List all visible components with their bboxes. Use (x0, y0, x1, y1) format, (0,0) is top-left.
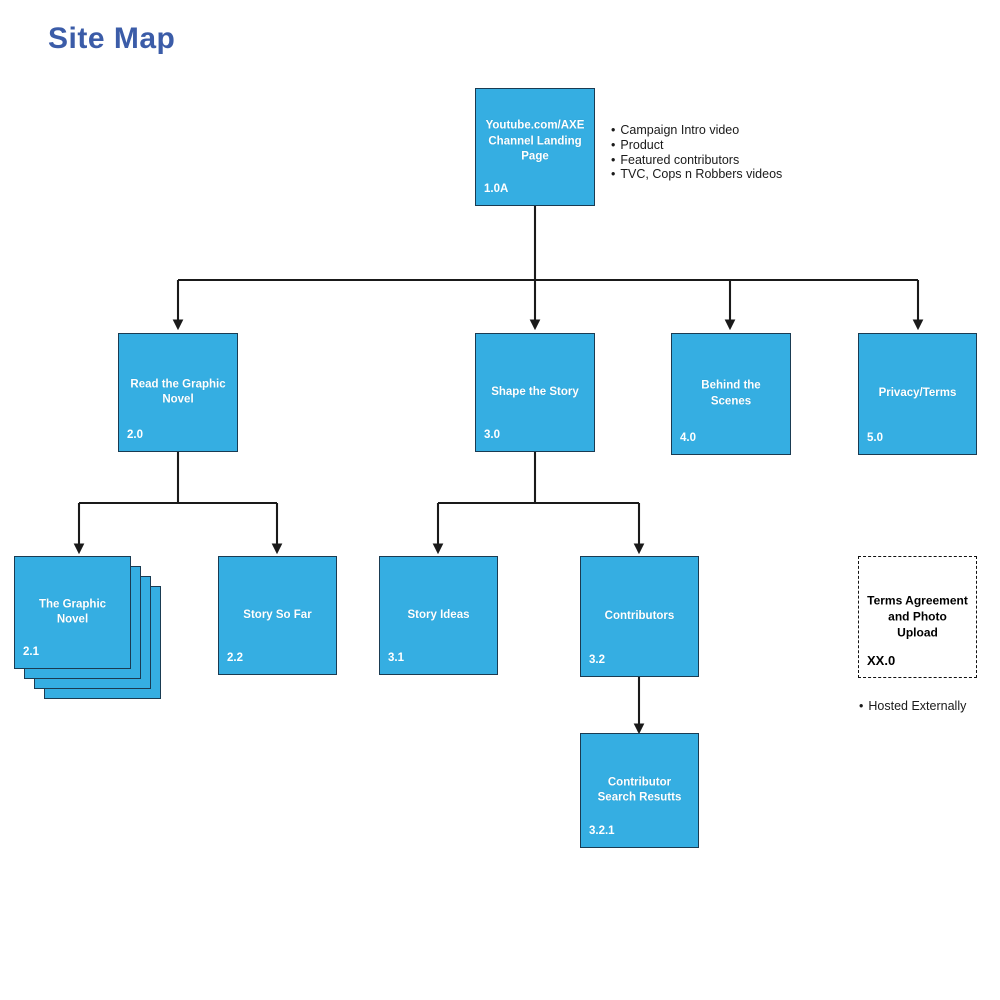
node-contributor-search-results[interactable]: Contributor Search Resutts 3.2.1 (580, 733, 699, 848)
node-label: The Graphic Novel (38, 597, 107, 626)
page-title: Site Map (48, 22, 176, 55)
node-label: Contributor Search Resutts (597, 775, 682, 804)
node-label: Story So Far (243, 608, 312, 621)
root-annotation-list: Campaign Intro video Product Featured co… (611, 123, 782, 182)
node-the-graphic-novel-stack[interactable]: The Graphic Novel 2.1 (14, 556, 169, 701)
external-annotation-list: Hosted Externally (859, 699, 966, 714)
node-shape-the-story[interactable]: Shape the Story 3.0 (475, 333, 595, 452)
node-story-so-far[interactable]: Story So Far 2.2 (218, 556, 337, 675)
node-id: 5.0 (867, 432, 883, 445)
node-id: 3.0 (484, 429, 500, 442)
node-label: Behind the Scenes (701, 379, 761, 407)
node-id: XX.0 (867, 653, 896, 669)
node-privacy-terms[interactable]: Privacy/Terms 5.0 (858, 333, 977, 455)
node-label: Story Ideas (407, 608, 470, 621)
bullet-item: Campaign Intro video (611, 123, 782, 138)
node-youtube-channel-landing-page[interactable]: Youtube.com/AXE Channel Landing Page 1.0… (475, 88, 595, 206)
node-label: Youtube.com/AXE Channel Landing Page (485, 120, 585, 164)
node-terms-agreement-and-photo-upload[interactable]: Terms Agreement and Photo Upload XX.0 (858, 556, 977, 678)
node-contributors[interactable]: Contributors 3.2 (580, 556, 699, 677)
node-id: 3.1 (388, 652, 404, 665)
node-id: 3.2.1 (589, 825, 615, 838)
node-story-ideas[interactable]: Story Ideas 3.1 (379, 556, 498, 675)
node-label: Terms Agreement and Photo Upload (867, 593, 968, 641)
node-label: Shape the Story (491, 385, 579, 398)
node-label: Read the Graphic Novel (130, 377, 226, 406)
node-id: 2.0 (127, 429, 143, 442)
bullet-item: Hosted Externally (859, 699, 966, 714)
bullet-item: Product (611, 138, 782, 153)
bullet-item: TVC, Cops n Robbers videos (611, 167, 782, 182)
node-id: 1.0A (484, 183, 509, 196)
node-id: 4.0 (680, 432, 696, 445)
node-read-the-graphic-novel[interactable]: Read the Graphic Novel 2.0 (118, 333, 238, 452)
node-label: Contributors (604, 609, 675, 622)
bullet-item: Featured contributors (611, 153, 782, 168)
node-id: 3.2 (589, 654, 605, 667)
node-label: Privacy/Terms (878, 387, 957, 400)
node-the-graphic-novel[interactable]: The Graphic Novel 2.1 (14, 556, 131, 669)
node-id: 2.1 (23, 646, 39, 659)
node-behind-the-scenes[interactable]: Behind the Scenes 4.0 (671, 333, 791, 455)
node-id: 2.2 (227, 652, 243, 665)
